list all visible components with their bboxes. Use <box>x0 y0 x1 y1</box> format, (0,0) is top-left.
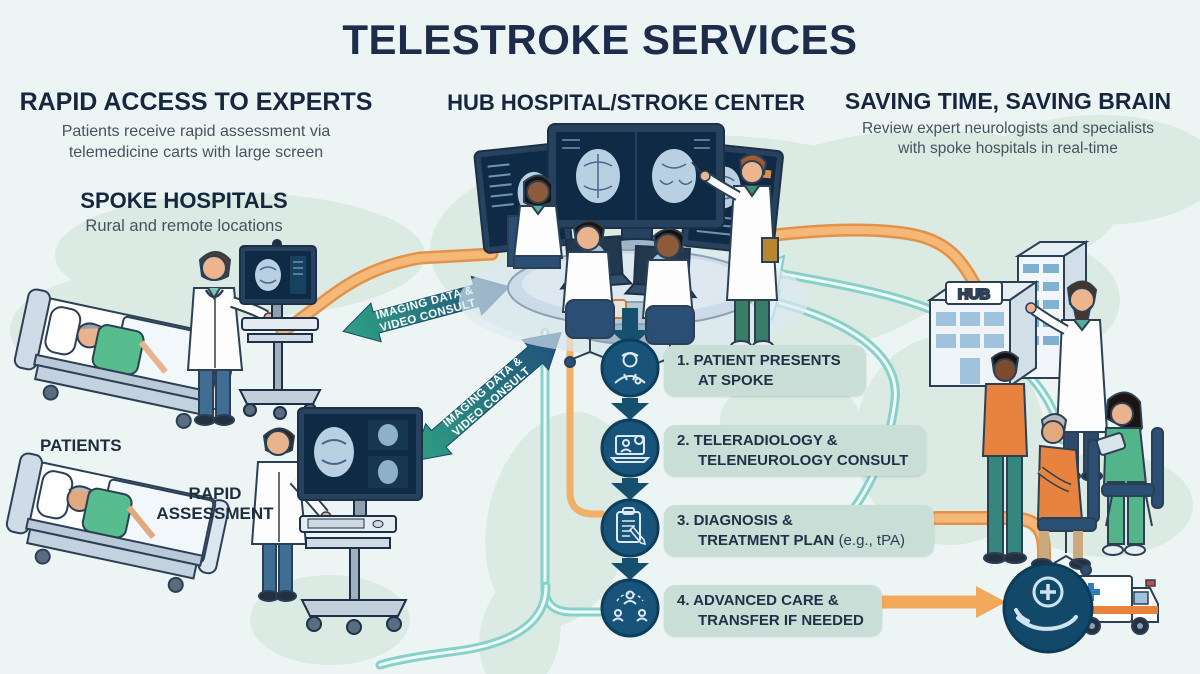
tablet <box>1095 432 1127 456</box>
hub-clinician-back-left <box>561 220 616 368</box>
clinician-icon <box>614 352 646 385</box>
care-team-network-icon <box>612 590 648 622</box>
rapid-assessment-label: RAPID ASSESSMENT <box>156 484 274 524</box>
orange-arrow-step4-to-transfer <box>875 586 1006 618</box>
seated-nurse-green <box>1095 391 1164 556</box>
medical-cross-icon <box>1082 583 1100 601</box>
advanced-care-hand-icon <box>1002 562 1094 654</box>
section-heading: HUB HOSPITAL/STROKE CENTER <box>447 90 805 115</box>
telemedicine-cart-top <box>238 239 322 420</box>
spoke-doctor-top <box>186 251 275 426</box>
hub-building-scene: HUB <box>926 240 1164 576</box>
step-label-1: 1. PATIENT PRESENTS AT SPOKE <box>664 345 866 396</box>
step-chain <box>600 308 660 638</box>
section-rapid-access: RAPID ACCESS TO EXPERTS Patients receive… <box>8 88 384 163</box>
patients-label: PATIENTS <box>40 436 122 455</box>
section-heading: SAVING TIME, SAVING BRAIN <box>844 88 1172 114</box>
telemedicine-cart-bottom <box>297 407 423 635</box>
step-label-3: 3. DIAGNOSIS & TREATMENT PLAN (e.g., tPA… <box>664 505 934 556</box>
section-subheading: Rural and remote locations <box>85 217 283 235</box>
step-label-2: 2. TELERADIOLOGY & TELENEUROLOGY CONSULT <box>664 425 926 476</box>
hub-monitor-center <box>547 123 725 254</box>
telemedicine-laptop-icon <box>609 435 651 463</box>
section-heading: RAPID ACCESS TO EXPERTS <box>19 88 373 116</box>
seated-patient-orange <box>1031 413 1100 576</box>
teal-flow-hub-to-step4 <box>375 327 605 670</box>
step-connector-arrows <box>610 308 650 580</box>
section-subheading: Review expert neurologists and specialis… <box>861 120 1155 158</box>
section-hub-hospital: HUB HOSPITAL/STROKE CENTER <box>438 90 814 116</box>
hub-team-doctor <box>1025 280 1109 482</box>
orange-flow-hub-to-right <box>751 223 987 301</box>
patient-bed-scene-bottom <box>5 452 230 593</box>
brain-scan-image <box>314 427 354 477</box>
hub-command-center <box>459 123 809 374</box>
brain-scan-image <box>255 259 281 291</box>
hub-doctor-standing <box>691 153 779 352</box>
hub-clinician-left <box>507 174 564 269</box>
imaging-arrow-label-line1: IMAGING DATA & <box>441 355 525 430</box>
clipboard-pen-icon <box>616 507 647 546</box>
hub-sign-label: HUB <box>958 286 991 303</box>
page-title: TELESTROKE SERVICES <box>342 16 858 63</box>
section-saving-time: SAVING TIME, SAVING BRAIN Review expert … <box>824 88 1192 160</box>
orange-flow-hub-to-step3 <box>566 331 606 518</box>
section-subheading: Patients receive rapid assessment via te… <box>61 123 331 162</box>
step-label-4: 4. ADVANCED CARE & TRANSFER IF NEEDED <box>664 585 882 636</box>
section-heading: SPOKE HOSPITALS <box>80 188 288 213</box>
standing-family-member <box>981 351 1029 564</box>
section-spoke-hospitals: SPOKE HOSPITALS Rural and remote locatio… <box>38 188 330 238</box>
hub-building: HUB <box>926 280 1040 388</box>
